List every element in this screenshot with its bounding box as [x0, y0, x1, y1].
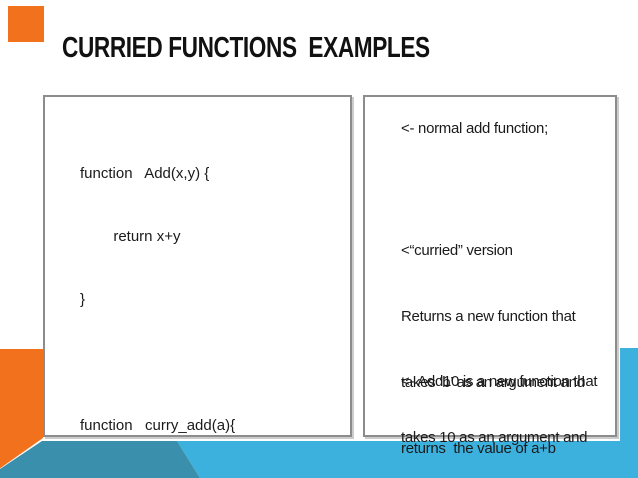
- code-example-box: function Add(x,y) { return x+y } functio…: [43, 95, 352, 437]
- annotation-box: <- normal add function; <“curried” versi…: [363, 95, 617, 457]
- annotation-add10: <- Add10 is a new function that takes 10…: [401, 336, 608, 478]
- annotation-line: takes 10 as an argument and: [401, 428, 588, 446]
- slide-title: CURRIED FUNCTIONS EXAMPLES: [62, 32, 430, 64]
- code-line: return x+y: [80, 228, 181, 245]
- title-accent-orange-square: [8, 6, 44, 42]
- code-block: function Add(x,y) { return x+y } functio…: [80, 121, 245, 478]
- code-line: [80, 352, 245, 373]
- annotation-line: takes ‘b’ as an argument and: [401, 374, 585, 391]
- annotation-line: <- Add10 is a new function that: [401, 373, 598, 390]
- annotation-curried-version: <“curried” version Returns a new functio…: [401, 196, 585, 478]
- annotation-line: <“curried” version: [401, 242, 513, 259]
- code-line: function curry_add(a){: [80, 417, 236, 434]
- annotation-line: Returns a new function that: [401, 308, 576, 325]
- annotation-line: returns the value of a+b: [401, 440, 556, 457]
- annotation-normal-add: <- normal add function;: [401, 120, 548, 137]
- code-line: function Add(x,y) {: [80, 165, 210, 182]
- code-line: }: [80, 291, 86, 308]
- bottom-band-dark-teal-shape: [0, 440, 200, 478]
